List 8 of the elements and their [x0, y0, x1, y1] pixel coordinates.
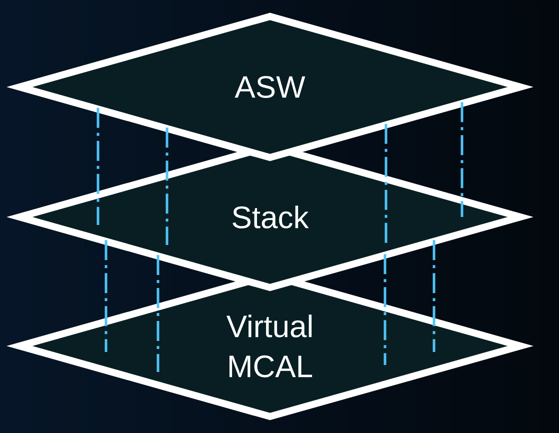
- connector-line: [104, 240, 108, 352]
- connector-line: [156, 255, 160, 372]
- connector-line: [96, 108, 100, 225]
- connector-line: [384, 254, 386, 365]
- connector-line: [166, 128, 168, 245]
- connector-line: [460, 102, 464, 217]
- connector-line: [384, 124, 388, 245]
- connector-line: [432, 240, 436, 352]
